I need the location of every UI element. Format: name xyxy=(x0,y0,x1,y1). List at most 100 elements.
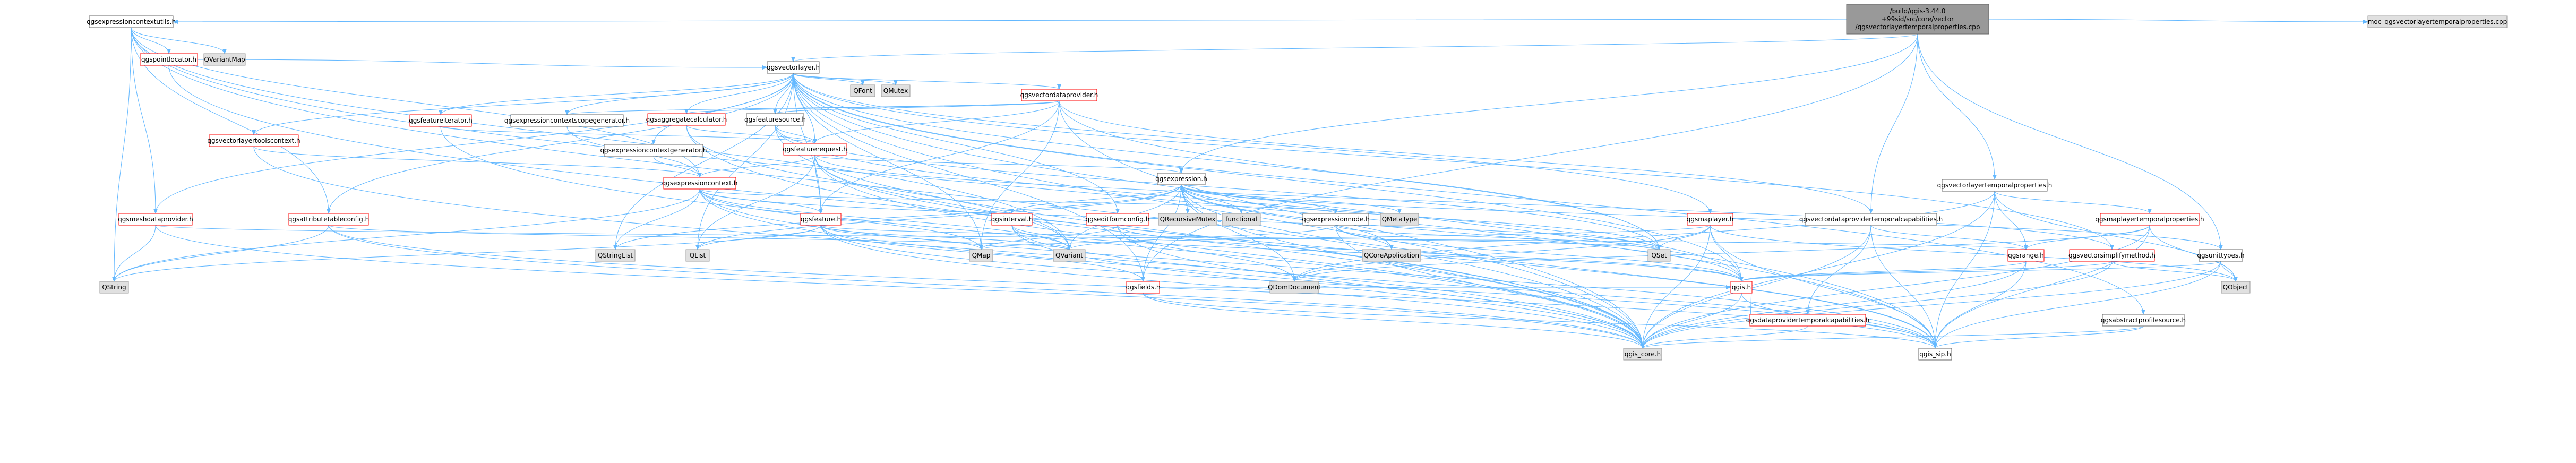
node-qgsmaplayer[interactable]: qgsmaplayer.h xyxy=(1687,213,1734,226)
node-label: qgsvectordataprovider.h xyxy=(1020,91,1098,99)
node-box xyxy=(1021,89,1097,101)
node-qgsvectorlayertoolscontext[interactable]: qgsvectorlayertoolscontext.h xyxy=(207,134,300,147)
include-edge-qgsaggregatecalculator-to-QVariant xyxy=(686,125,1071,250)
include-edge-qgsvectorlayertoolscontext-to-qgsexpressioncontext xyxy=(253,146,702,178)
node-box xyxy=(209,134,299,147)
node-label: qgis_sip.h xyxy=(1919,350,1951,358)
include-edge-qgsexpression-to-qgsexpressionnode xyxy=(1181,184,1338,214)
include-edge-qgsfeaturesource-to-qgis xyxy=(775,125,1744,282)
node-qgsvectorsimplifymethod[interactable]: qgsvectorsimplifymethod.h xyxy=(2068,249,2156,262)
node-qgsexpressioncontextgenerator[interactable]: qgsexpressioncontextgenerator.h xyxy=(600,144,707,157)
include-edge-qgsmeshdataprovider-to-QString xyxy=(112,225,156,282)
include-edge-qgsmeshdataprovider-to-qgis_core xyxy=(155,225,1645,349)
node-qgspointlocator[interactable]: qgspointlocator.h xyxy=(140,53,198,66)
include-edge-qgsfeature-to-QList xyxy=(695,225,821,250)
include-edge-qgseditformconfig-to-QDomDocument xyxy=(1117,225,1296,282)
node-qgis_sip[interactable]: qgis_sip.h xyxy=(1918,348,1952,361)
node-qgsfeatureiterator[interactable]: qgsfeatureiterator.h xyxy=(409,114,473,127)
node-box xyxy=(969,249,993,262)
node-qgsabstractprofilesource[interactable]: qgsabstractprofilesource.h xyxy=(2101,314,2186,327)
include-edge-root-to-moc xyxy=(1988,19,2368,24)
include-edge-qgsvectorlayer-to-qgsabstractprofilesource xyxy=(793,73,2145,315)
include-edge-qgsexpression-to-functional xyxy=(1181,184,1243,214)
node-label: qgis_core.h xyxy=(1625,350,1661,358)
node-qgsfeaturerequest[interactable]: qgsfeaturerequest.h xyxy=(783,143,847,156)
node-qgsfeaturesource[interactable]: qgsfeaturesource.h xyxy=(744,113,806,126)
node-qgsvectordataprovider[interactable]: qgsvectordataprovider.h xyxy=(1020,89,1098,101)
include-edge-qgsexpressionnode-to-qgis_core xyxy=(1335,225,1645,349)
include-edge-qgsvectorlayer-to-qgsvectorlayertoolscontext xyxy=(252,73,794,135)
include-edge-qgsvectorsimplifymethod-to-qgis_core xyxy=(1641,261,2113,349)
node-box xyxy=(1269,281,1319,294)
node-label: qgsexpressioncontextutils.h xyxy=(87,18,176,25)
include-edge-root-to-qgsunittypes xyxy=(1917,33,2223,250)
include-edge-qgsexpression-to-qgsinterval xyxy=(1010,184,1182,214)
include-edge-qgsfeaturerequest-to-qgsvectorsimplifymethod xyxy=(814,155,2114,250)
include-edge-qgsvectorlayer-to-qgis xyxy=(793,73,1744,282)
node-qgis[interactable]: qgis.h xyxy=(1730,281,1753,294)
include-edge-qgseditformconfig-to-QMap xyxy=(979,225,1118,250)
node-qgsrange[interactable]: qgsrange.h xyxy=(2007,249,2045,262)
include-edge-qgsvectorlayer-to-qgis_sip xyxy=(793,73,1937,349)
node-label: qgsfeature.h xyxy=(801,216,841,223)
include-edge-qgsexpressionnode-to-QVariant xyxy=(1067,225,1336,250)
node-qgsfeature[interactable]: qgsfeature.h xyxy=(800,213,842,226)
include-edge-qgsvectorlayer-to-qgsmaplayer xyxy=(793,73,1712,214)
node-qgsaggregatecalculator[interactable]: qgsaggregatecalculator.h xyxy=(646,113,727,126)
include-edge-qgsexpressioncontext-to-QString xyxy=(112,188,700,282)
node-qgsvectordataprovidertemporalcapabilities[interactable]: qgsvectordataprovidertemporalcapabilitie… xyxy=(1799,213,1943,226)
node-qgsmeshdataprovider[interactable]: qgsmeshdataprovider.h xyxy=(118,213,193,226)
node-box xyxy=(1157,173,1206,185)
include-edge-qgsvectordataprovider-to-QMap xyxy=(979,100,1060,250)
include-edge-root-to-qgsexpression xyxy=(1179,33,1918,174)
node-root[interactable]: /build/qgis-3.44.0+99sid/src/core/vector… xyxy=(1846,4,1989,35)
node-qgsattributetableconfig[interactable]: qgsattributetableconfig.h xyxy=(288,213,369,226)
node-box xyxy=(800,213,842,226)
include-edge-qgsrange-to-qgis xyxy=(1739,261,2027,282)
include-edge-qgsmaplayer-to-QObject xyxy=(1710,225,2238,282)
node-box xyxy=(1362,249,1421,262)
include-edge-qgsfields-to-qgis_sip xyxy=(1143,293,1937,349)
node-label: qgsmeshdataprovider.h xyxy=(118,216,193,223)
node-qgsexpressioncontext[interactable]: qgsexpressioncontext.h xyxy=(662,177,738,190)
node-box xyxy=(2199,249,2243,262)
node-qgsvectorlayertemporalproperties[interactable]: qgsvectorlayertemporalproperties.h xyxy=(1937,179,2053,192)
include-edge-qgsfeaturerequest-to-qgsexpression xyxy=(814,155,1183,174)
include-edge-qgsvectordataprovider-to-qgsfeaturerequest xyxy=(813,100,1060,144)
node-box xyxy=(1126,281,1160,294)
node-qgsunittypes[interactable]: qgsunittypes.h xyxy=(2197,249,2245,262)
include-edge-qgsexpressioncontext-to-qgsfeature xyxy=(699,188,823,214)
node-qgsexpressionnode[interactable]: qgsexpressionnode.h xyxy=(1302,213,1370,226)
include-edge-qgsfeature-to-QVariant xyxy=(820,225,1071,250)
include-edge-qgsexpression-to-QMetaType xyxy=(1181,184,1402,214)
node-box xyxy=(647,113,726,126)
node-QList: QList xyxy=(685,249,710,262)
include-edge-qgsvectorlayer-to-qgseditformconfig xyxy=(793,73,1120,214)
node-label: qgsinterval.h xyxy=(991,216,1033,223)
include-edge-qgsvectorlayer-to-qgsvectordataprovider xyxy=(793,73,1061,90)
node-label: QDomDocument xyxy=(1268,284,1321,291)
node-qgsinterval[interactable]: qgsinterval.h xyxy=(991,213,1033,226)
include-edge-qgseditformconfig-to-qgis_core xyxy=(1117,225,1645,349)
include-edge-qgsvectordataprovider-to-QSet xyxy=(1059,100,1661,250)
include-edge-qgsvectordataprovider-to-qgsaggregatecalculator xyxy=(684,100,1060,114)
include-edge-qgsaggregatecalculator-to-qgsfeaturerequest xyxy=(686,125,817,144)
node-box xyxy=(746,113,804,126)
node-qgseditformconfig[interactable]: qgseditformconfig.h xyxy=(1086,213,1150,226)
include-edge-qgsattributetableconfig-to-QString xyxy=(112,225,329,282)
include-edge-qgsexpression-to-QList xyxy=(695,184,1182,250)
node-qgsfields[interactable]: qgsfields.h xyxy=(1126,281,1161,294)
node-qgsexpression[interactable]: qgsexpression.h xyxy=(1155,173,1207,185)
include-edge-qgsexpressioncontextutils-to-QVariant xyxy=(131,27,1071,250)
include-edge-qgsunittypes-to-qgis_core xyxy=(1641,261,2221,349)
node-label: QSet xyxy=(1651,252,1667,259)
node-qgsvectorlayer[interactable]: qgsvectorlayer.h xyxy=(767,61,820,74)
node-label: QObject xyxy=(2223,284,2249,291)
node-qgsmaplayertemporalproperties[interactable]: qgsmaplayertemporalproperties.h xyxy=(2095,213,2204,226)
include-edge-qgsmaplayer-to-QMap xyxy=(979,225,1711,250)
include-edge-qgsvectorlayertemporalproperties-to-qgsmaplayertemporalproperties xyxy=(1994,191,2152,214)
node-qgsexpressioncontextscopegenerator[interactable]: qgsexpressioncontextscopegenerator.h xyxy=(504,114,630,127)
node-qgsdataprovidertemporalcapabilities[interactable]: qgsdataprovidertemporalcapabilities.h xyxy=(1746,314,1870,327)
node-qgsexpressioncontextutils[interactable]: qgsexpressioncontextutils.h xyxy=(87,15,176,28)
